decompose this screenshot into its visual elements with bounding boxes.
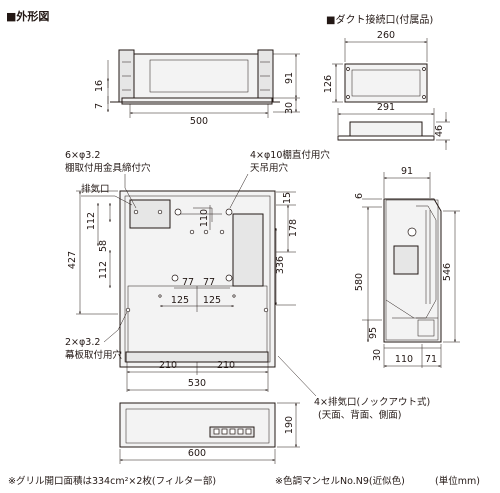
- side-view: [383, 198, 442, 343]
- label-holes-4: 4×φ10棚直付用穴: [250, 149, 330, 161]
- label-knock-out: 4×排気口(ノックアウト式): [314, 396, 430, 408]
- dim-71: 71: [425, 354, 437, 365]
- note-color: ※色調マンセルNo.N9(近似色): [275, 475, 405, 487]
- label-holes-6-desc: 棚取付用金具締付穴: [65, 162, 151, 174]
- page-title: ■外形図: [6, 9, 49, 23]
- dim-546: 546: [442, 263, 453, 281]
- dim-336: 336: [275, 256, 286, 274]
- dim-58: 58: [98, 240, 109, 252]
- dim-110: 110: [199, 209, 210, 227]
- top-elevation-view: [110, 49, 280, 105]
- dim-427: 427: [67, 251, 78, 269]
- duct-title: ■ダクト接続口(付属品): [326, 13, 433, 26]
- label-hang: 天吊用穴: [250, 162, 289, 174]
- dim-125-a: 125: [171, 295, 189, 306]
- label-holes-6: 6×φ3.2: [65, 150, 100, 161]
- dim-77-b: 77: [203, 277, 215, 288]
- dim-126: 126: [323, 75, 334, 93]
- dim-125-b: 125: [203, 295, 221, 306]
- label-knock-out-desc: (天面、背面、側面): [318, 409, 401, 421]
- dim-16: 16: [94, 80, 105, 92]
- bottom-front-view: [119, 402, 276, 448]
- dim-260: 260: [377, 30, 395, 41]
- dim-190: 190: [284, 416, 295, 434]
- dim-30-side: 30: [372, 349, 383, 361]
- dim-210-b: 210: [217, 360, 235, 371]
- note-unit: (単位mm): [435, 475, 480, 487]
- dim-291: 291: [377, 102, 395, 113]
- dim-77-a: 77: [182, 277, 194, 288]
- label-holes-2: 2×φ3.2: [65, 337, 100, 348]
- duct-adapter-top: [337, 121, 435, 141]
- dim-210-a: 210: [159, 360, 177, 371]
- note-grille: ※グリル開口面積は334cm²×2枚(フィルター部): [8, 475, 216, 487]
- dim-600: 600: [188, 448, 206, 459]
- dim-530: 530: [188, 378, 206, 389]
- dim-91-top: 91: [284, 72, 295, 84]
- front-view: [119, 190, 276, 368]
- label-holes-2-desc: 幕板取付用穴: [65, 349, 123, 361]
- duct-adapter-front: [344, 63, 428, 103]
- dim-46: 46: [434, 125, 445, 137]
- dim-95: 95: [368, 327, 379, 339]
- dim-91-side: 91: [401, 166, 413, 177]
- dim-30-top: 30: [284, 102, 295, 114]
- dim-112-b: 112: [98, 261, 109, 279]
- dim-110-side: 110: [395, 354, 413, 365]
- dim-500: 500: [190, 116, 208, 127]
- dim-112-a: 112: [86, 212, 97, 230]
- dim-15: 15: [282, 192, 293, 204]
- label-exhaust: 排気口: [81, 183, 110, 195]
- dim-7: 7: [94, 103, 105, 109]
- dim-6: 6: [354, 193, 365, 199]
- dim-178: 178: [288, 219, 299, 237]
- dim-580: 580: [354, 273, 365, 291]
